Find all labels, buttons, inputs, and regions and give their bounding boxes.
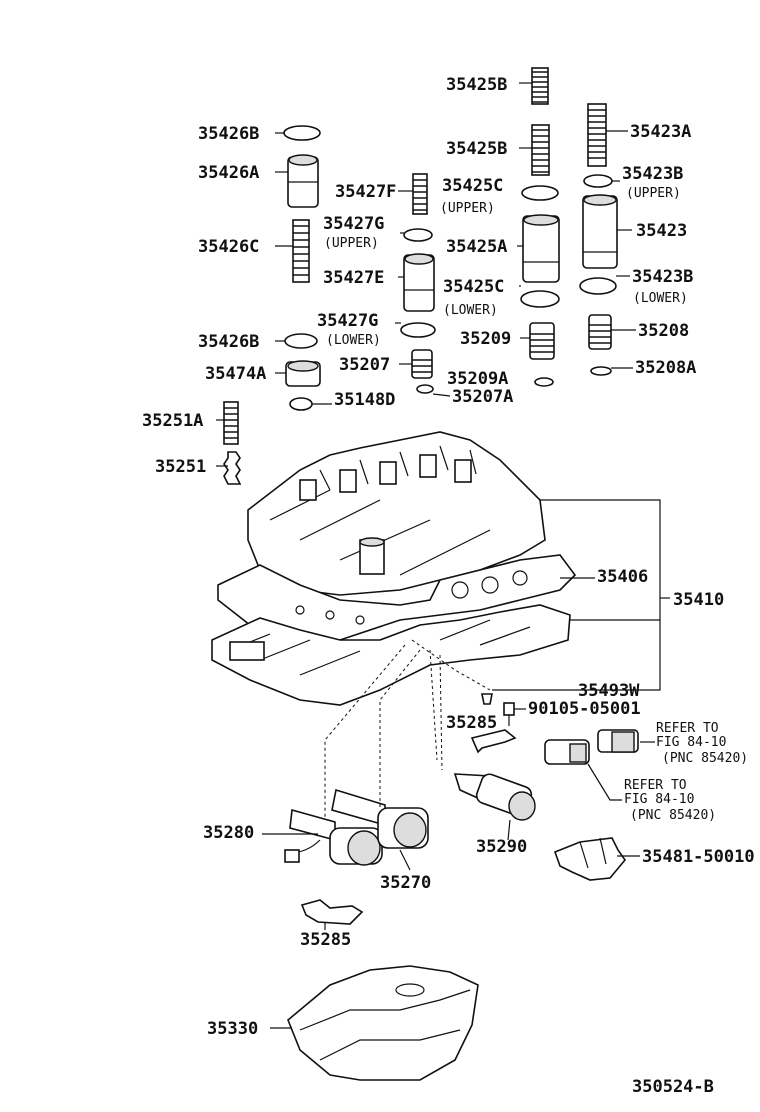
label-35427G-upper-sub: (UPPER) (324, 236, 379, 251)
label-35208A: 35208A (635, 358, 696, 378)
spring-35423A (587, 103, 607, 167)
label-35426A: 35426A (198, 163, 259, 183)
valve-body-lower (211, 604, 571, 706)
solenoid-ref1 (597, 729, 639, 753)
label-35493W: 35493W (578, 681, 640, 701)
label-35425C-lower: 35425C (443, 277, 504, 297)
label-35251A: 35251A (142, 411, 203, 431)
label-35209A: 35209A (447, 369, 508, 389)
label-35410: 35410 (673, 590, 724, 610)
figure-id: 350524-B (632, 1077, 714, 1097)
label-refer1-line3: (PNC 85420) (662, 751, 748, 766)
plug-35209 (529, 322, 555, 360)
label-refer2-line3: (PNC 85420) (630, 808, 716, 823)
ring-35426B-lower (284, 333, 318, 349)
label-35425A: 35425A (446, 237, 507, 257)
label-refer2-line1: REFER TO (624, 778, 687, 793)
piston-35425A (522, 214, 560, 283)
label-35406: 35406 (597, 567, 648, 587)
ring-35427G-upper (403, 228, 433, 242)
leader-lines (216, 82, 670, 1029)
bracket-35285-upper (470, 729, 517, 754)
label-35423B-lower: 35423B (632, 267, 693, 287)
label-35425C-upper-sub: (UPPER) (440, 201, 495, 216)
plug-35208 (588, 314, 612, 350)
label-35285-lower: 35285 (300, 930, 351, 950)
solenoid-ref2 (544, 739, 590, 765)
label-35148D: 35148D (334, 390, 395, 410)
spring-35426C (292, 219, 310, 283)
label-35207A: 35207A (452, 387, 513, 407)
label-35330: 35330 (207, 1019, 258, 1039)
label-35425B-top: 35425B (446, 75, 507, 95)
piston-35427E (403, 253, 435, 312)
valve-35251 (223, 451, 242, 485)
seal-35148D (289, 397, 313, 411)
label-35425B: 35425B (446, 139, 507, 159)
label-35427E: 35427E (323, 268, 384, 288)
spring-35251A (223, 401, 239, 445)
spring-35425B-top (531, 67, 549, 105)
label-35427F: 35427F (335, 182, 396, 202)
plug-35207 (411, 349, 433, 379)
label-35423B-upper-sub: (UPPER) (626, 186, 681, 201)
label-35481-50010: 35481-50010 (642, 847, 755, 867)
label-35209: 35209 (460, 329, 511, 349)
label-35427G-lower: 35427G (317, 311, 378, 331)
ring-35425C-upper (521, 185, 559, 201)
label-35425C-upper: 35425C (442, 176, 503, 196)
solenoid-35280 (284, 808, 383, 866)
ring-35426B-top (283, 125, 321, 141)
label-35474A: 35474A (205, 364, 266, 384)
piston-35423 (582, 194, 618, 269)
label-35285-upper: 35285 (446, 713, 497, 733)
bracket-35285-lower (300, 899, 364, 925)
label-35423A: 35423A (630, 122, 691, 142)
piston-35474A (285, 360, 321, 387)
solenoid-35270 (331, 788, 429, 849)
label-35251: 35251 (155, 457, 206, 477)
label-refer1-line2: FIG 84-10 (656, 735, 726, 750)
label-35423B-lower-sub: (LOWER) (633, 291, 688, 306)
solenoid-35290 (453, 773, 536, 821)
ring-35207A (416, 384, 434, 394)
label-refer1-line1: REFER TO (656, 721, 719, 736)
label-35423: 35423 (636, 221, 687, 241)
label-35426B-lower: 35426B (198, 332, 259, 352)
label-35427G-lower-sub: (LOWER) (326, 333, 381, 348)
ring-35423B-lower (579, 277, 617, 295)
label-35280: 35280 (203, 823, 254, 843)
label-35208: 35208 (638, 321, 689, 341)
spring-35427F (412, 173, 428, 215)
ring-35209A (534, 377, 554, 387)
label-35426C: 35426C (198, 237, 259, 257)
tube-35481-50010 (553, 837, 627, 881)
label-35270: 35270 (380, 873, 431, 893)
label-90105-05001: 90105-05001 (528, 699, 641, 719)
piston-35426A (287, 154, 319, 208)
label-35290: 35290 (476, 837, 527, 857)
dashed-guides (324, 639, 491, 820)
bolt-90105-05001 (503, 702, 515, 726)
ring-35427G-lower (400, 322, 436, 338)
ring-35423B-upper (583, 174, 613, 188)
spring-35425B (531, 124, 550, 176)
screw-35493W (481, 693, 493, 705)
label-35207: 35207 (339, 355, 390, 375)
label-refer2-line2: FIG 84-10 (624, 792, 694, 807)
label-35425C-lower-sub: (LOWER) (443, 303, 498, 318)
oil-strainer-35330 (287, 965, 479, 1081)
label-35426B-top: 35426B (198, 124, 259, 144)
ring-35425C-lower (520, 290, 560, 308)
label-35427G-upper: 35427G (323, 214, 384, 234)
label-35423B-upper: 35423B (622, 164, 683, 184)
ring-35208A (590, 366, 612, 376)
valve-body-upper-35406 (247, 431, 546, 596)
